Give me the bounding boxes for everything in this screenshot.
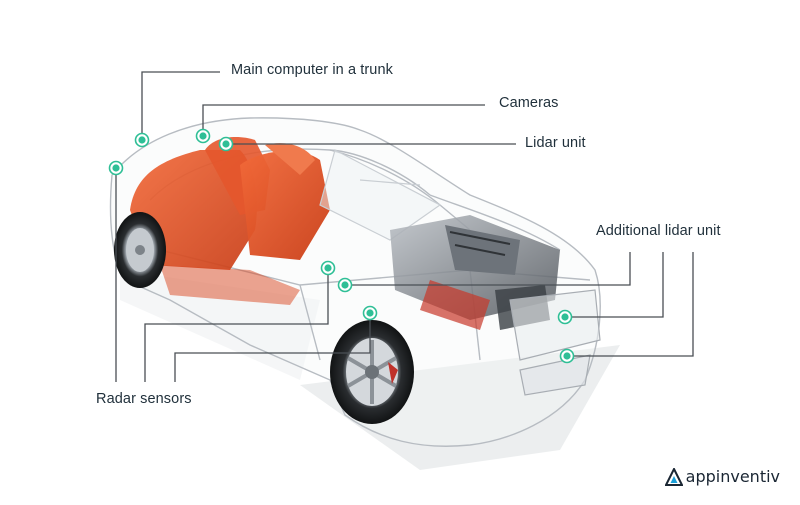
- sensor-markers: [108, 128, 575, 364]
- label-additional-lidar: Additional lidar unit: [596, 223, 721, 239]
- front-wheel: [330, 320, 414, 424]
- sensor-dot-radar-rear: [108, 160, 124, 176]
- label-lidar-unit: Lidar unit: [525, 135, 586, 151]
- sensor-dot-radar-side-2: [362, 305, 378, 321]
- label-cameras: Cameras: [499, 95, 559, 111]
- label-radar-sensors: Radar sensors: [96, 391, 192, 407]
- rear-wheel: [114, 212, 166, 288]
- sensor-dot-lidar-front-lower: [559, 348, 575, 364]
- leader-line-lidar-front-2: [565, 252, 664, 318]
- triangle-logo-icon: [664, 467, 683, 486]
- brand-logo: appinventiv: [664, 467, 780, 486]
- leader-lines: [115, 71, 694, 382]
- sensor-dot-lidar: [218, 136, 234, 152]
- leader-line-main-computer: [141, 71, 220, 138]
- sensor-dot-camera: [195, 128, 211, 144]
- sensor-dot-radar-side-1: [320, 260, 336, 276]
- brand-name: appinventiv: [685, 467, 780, 486]
- sensor-dot-lidar-side: [337, 277, 353, 293]
- leader-line-lidar-front-1: [345, 252, 631, 286]
- sensor-dot-lidar-front-upper: [557, 309, 573, 325]
- leader-line-cameras: [202, 104, 485, 132]
- leader-line-lidar-front-3: [567, 252, 694, 357]
- leader-line-radar-a: [144, 268, 329, 382]
- sensor-dot-main-computer: [134, 132, 150, 148]
- windshield: [319, 149, 442, 241]
- label-main-computer: Main computer in a trunk: [231, 62, 393, 78]
- engine-bay: [390, 215, 560, 330]
- leader-line-radar-b: [174, 313, 371, 382]
- front-fascia: [509, 289, 601, 396]
